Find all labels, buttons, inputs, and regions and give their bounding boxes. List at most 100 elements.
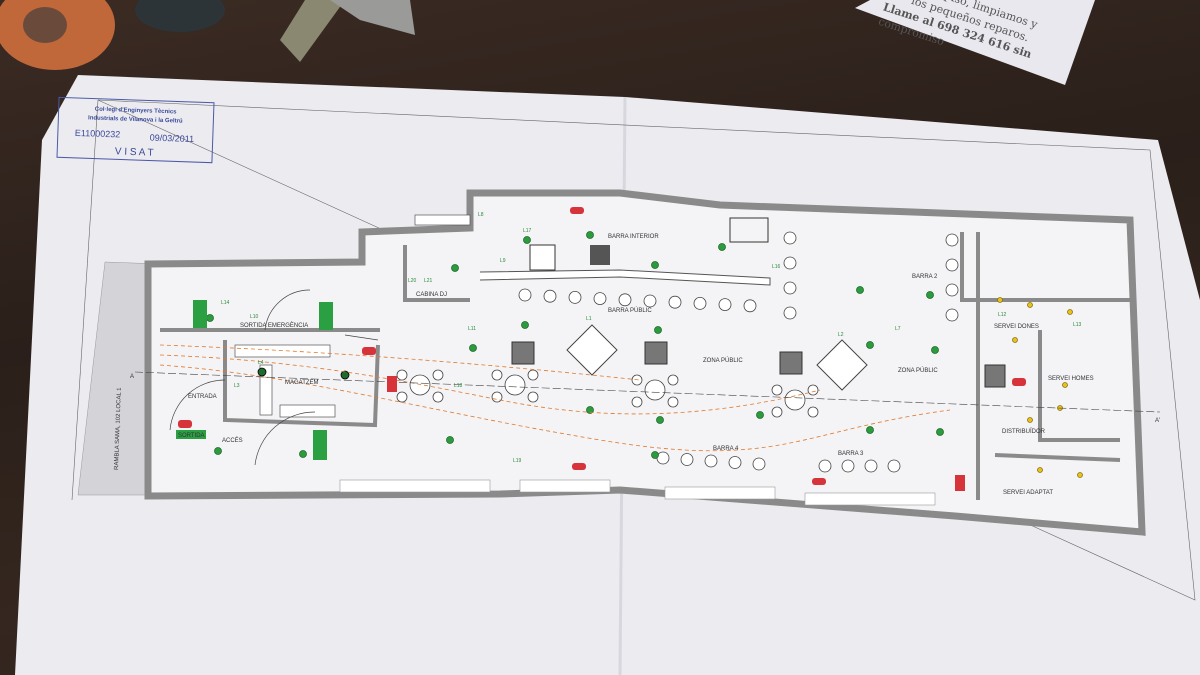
stool bbox=[631, 396, 643, 408]
stool bbox=[945, 233, 959, 247]
light-fixture bbox=[206, 314, 214, 322]
light-label-l11: L11 bbox=[468, 326, 476, 332]
stool bbox=[693, 296, 707, 310]
doors bbox=[169, 289, 379, 466]
light-label-l13: L13 bbox=[1073, 322, 1082, 328]
light-fixture bbox=[656, 416, 664, 424]
ceiling-lamp bbox=[997, 297, 1003, 303]
light-fixture bbox=[866, 426, 874, 434]
light-label-l2: L2 bbox=[838, 332, 844, 338]
table bbox=[784, 389, 806, 411]
light-fixture bbox=[446, 436, 454, 444]
stool bbox=[618, 293, 632, 307]
light-fixture bbox=[214, 447, 222, 455]
light-label-l18: L18 bbox=[454, 383, 463, 389]
room-distribuidor: DISTRIBUÏDOR bbox=[1002, 428, 1046, 435]
light-fixture bbox=[651, 451, 659, 459]
stool bbox=[783, 306, 797, 320]
stool bbox=[432, 369, 444, 381]
room-servei-homes: SERVEI HOMES bbox=[1048, 376, 1094, 382]
stool bbox=[945, 258, 959, 272]
room-zona-public-1: ZONA PÚBLIC bbox=[703, 357, 743, 364]
light-label-l7: L7 bbox=[895, 326, 901, 332]
light-label-l20: L20 bbox=[408, 278, 417, 284]
stool bbox=[491, 391, 503, 403]
stool bbox=[783, 281, 797, 295]
room-barra-2: BARRA 2 bbox=[912, 274, 938, 280]
columns bbox=[511, 341, 1006, 388]
table bbox=[409, 374, 431, 396]
table bbox=[504, 374, 526, 396]
ceiling-lamp bbox=[1027, 417, 1033, 423]
light-label-l9: L9 bbox=[500, 258, 506, 264]
stool bbox=[668, 295, 682, 309]
drawing-frame-left bbox=[71, 99, 99, 501]
evacuation-routes bbox=[159, 344, 951, 452]
stool bbox=[771, 384, 783, 396]
stool bbox=[807, 384, 819, 396]
ceiling-lamp bbox=[1067, 309, 1073, 315]
stool bbox=[945, 283, 959, 297]
light-fixture bbox=[586, 406, 594, 414]
light-fixture bbox=[651, 261, 659, 269]
light-label-l14: L14 bbox=[221, 300, 230, 306]
room-barra-3: BARRA 3 bbox=[838, 451, 864, 457]
exit-sign-text: SORTIDA bbox=[178, 433, 205, 439]
stool bbox=[518, 288, 532, 302]
section-line bbox=[134, 371, 1161, 413]
stool bbox=[887, 459, 901, 473]
room-barra-interior: BARRA INTERIOR bbox=[608, 234, 659, 240]
light-fixture bbox=[521, 321, 529, 329]
room-magatzem: MAGATZEM bbox=[285, 380, 319, 386]
light-fixture bbox=[926, 291, 934, 299]
stools-group bbox=[396, 231, 959, 473]
stool bbox=[864, 459, 878, 473]
light-label-l16: L16 bbox=[772, 264, 781, 270]
stool bbox=[396, 369, 408, 381]
room-barra-public: BARRA PÚBLIC bbox=[608, 307, 652, 314]
light-fixture bbox=[931, 346, 939, 354]
metal-clip-object bbox=[280, 0, 415, 62]
light-label-l21: L21 bbox=[424, 278, 433, 284]
equipment bbox=[590, 245, 610, 265]
light-fixture bbox=[856, 286, 864, 294]
street-label: RAMBLA SAMA, 102 LOCAL 1 bbox=[114, 387, 123, 470]
section-marker-a-end: A' bbox=[1155, 418, 1160, 424]
stamp-number: E11000232 bbox=[75, 128, 121, 140]
light-fixture bbox=[936, 428, 944, 436]
stamp-visat: V I S A T bbox=[115, 146, 154, 158]
stage-diamonds bbox=[566, 324, 868, 391]
stool bbox=[667, 396, 679, 408]
stool bbox=[593, 292, 607, 306]
pendant-light bbox=[257, 367, 267, 377]
room-cabina-dj: CABINA DJ bbox=[416, 292, 447, 298]
stamp-date: 09/03/2011 bbox=[150, 133, 195, 145]
light-fixture bbox=[866, 341, 874, 349]
stool bbox=[527, 369, 539, 381]
light-label-l17: L17 bbox=[523, 228, 532, 234]
light-label-l1: L1 bbox=[586, 316, 592, 322]
exit-signs: SORTIDA bbox=[176, 207, 1026, 491]
light-fixture bbox=[451, 264, 459, 272]
stool bbox=[396, 391, 408, 403]
light-fixture bbox=[718, 243, 726, 251]
light-fixture bbox=[586, 231, 594, 239]
stool bbox=[432, 391, 444, 403]
section-marker-a: A bbox=[130, 374, 134, 380]
light-label-l10: L10 bbox=[250, 314, 259, 320]
light-label-l19: L19 bbox=[513, 458, 522, 464]
stool bbox=[945, 308, 959, 322]
facade-windows bbox=[339, 479, 936, 506]
stool bbox=[771, 406, 783, 418]
stool bbox=[667, 374, 679, 386]
light-label-l4: L4 bbox=[258, 360, 264, 366]
room-barra-4: BARRA 4 bbox=[713, 446, 739, 452]
room-zona-public-2: ZONA PÚBLIC bbox=[898, 367, 938, 374]
pendant-light bbox=[340, 370, 350, 380]
stool bbox=[818, 459, 832, 473]
stool bbox=[841, 459, 855, 473]
room-sortida-emergencia: SORTIDA EMERGÈNCIA bbox=[240, 322, 308, 329]
stool bbox=[743, 299, 757, 313]
flyer-paper: piso, limpiamos y los pequeños reparos. … bbox=[855, 0, 1095, 85]
